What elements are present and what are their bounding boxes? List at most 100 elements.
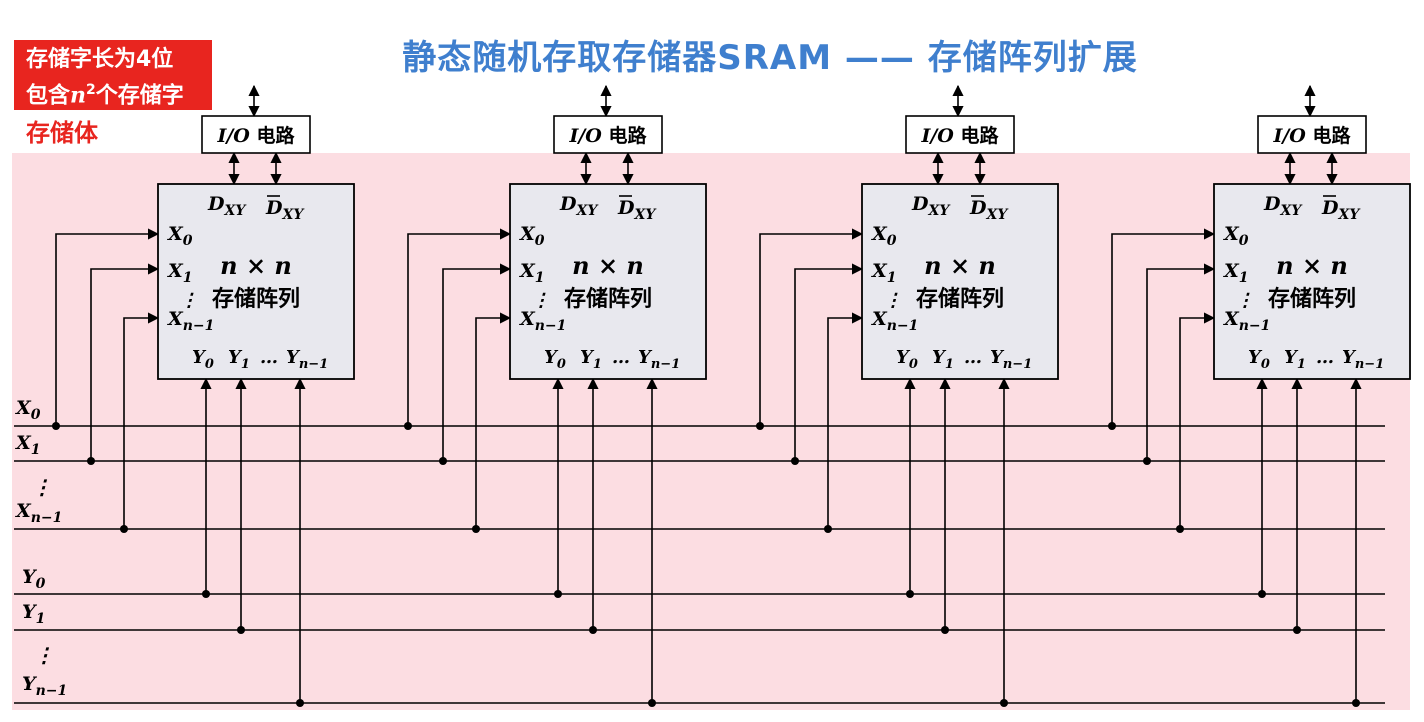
bus-label-y: Yn−1 (22, 673, 67, 699)
junction-dot (1108, 422, 1116, 430)
bus-label-x: X0 (15, 397, 41, 423)
junction-dot (296, 699, 304, 707)
data-line-label: DXY (207, 193, 247, 219)
junction-dot (237, 626, 245, 634)
x-select-wire (794, 263, 864, 461)
array-size-label: n × n (220, 251, 292, 280)
row-label: X1 (167, 260, 193, 286)
junction-dot (1258, 590, 1266, 598)
junction-dot (554, 590, 562, 598)
junction-dot (404, 422, 412, 430)
row-label: X0 (871, 223, 897, 249)
io-circuit-label: I/O 电路 (920, 124, 999, 147)
row-label: X1 (519, 260, 545, 286)
junction-dot (87, 457, 95, 465)
x-select-wire (55, 228, 160, 426)
row-label: X0 (167, 223, 193, 249)
array-box (509, 183, 707, 380)
col-ellipsis: … (260, 347, 278, 368)
junction-dot (52, 422, 60, 430)
io-box (1257, 115, 1367, 154)
row-ellipsis: ⋮ (884, 290, 902, 311)
data-line-label: DXY (1263, 193, 1303, 219)
data-line-label: DXY (911, 193, 951, 219)
bus-label-x: Xn−1 (15, 500, 62, 526)
io-circuit-label: I/O 电路 (1272, 124, 1351, 147)
col-label: Y1 (932, 347, 954, 372)
array-name-label: 存储阵列 (1268, 286, 1356, 312)
row-label: Xn−1 (871, 308, 918, 334)
array-size-label: n × n (1276, 251, 1348, 280)
x-select-wire (90, 263, 160, 461)
col-label: Y0 (544, 347, 566, 372)
junction-dot (1000, 699, 1008, 707)
array-box (1213, 183, 1411, 380)
io-circuit-box: I/O 电路 (905, 115, 1015, 154)
x-select-wire (407, 228, 512, 426)
junction-dot (791, 457, 799, 465)
x-select-wire (475, 312, 512, 529)
x-select-wire (1179, 312, 1216, 529)
array-box (157, 183, 355, 380)
row-label: X0 (519, 223, 545, 249)
row-ellipsis: ⋮ (180, 290, 198, 311)
array-size-label: n × n (924, 251, 996, 280)
array-name-label: 存储阵列 (564, 286, 652, 312)
junction-dot (1293, 626, 1301, 634)
col-ellipsis: … (1316, 347, 1334, 368)
row-label: X1 (1223, 260, 1249, 286)
bus-x-ellipsis: ⋮ (32, 475, 52, 499)
storage-spec-badge: 存储字长为4位 包含n2个存储字 (14, 40, 212, 110)
row-label: X1 (871, 260, 897, 286)
junction-dot (824, 525, 832, 533)
row-label: X0 (1223, 223, 1249, 249)
io-circuit-box: I/O 电路 (201, 115, 311, 154)
io-circuit-label: I/O 电路 (568, 124, 647, 147)
io-circuit-box: I/O 电路 (1257, 115, 1367, 154)
array-size-label: n × n (572, 251, 644, 280)
col-label: Y1 (228, 347, 250, 372)
bus-label-y: Y0 (22, 566, 46, 592)
col-label: Y1 (580, 347, 602, 372)
word-count-text: 包含n2个存储字 (26, 82, 184, 109)
row-label: Xn−1 (167, 308, 214, 334)
x-select-wire (1111, 228, 1216, 426)
junction-dot (202, 590, 210, 598)
col-ellipsis: … (612, 347, 630, 368)
data-line-bar-label: DXY (617, 197, 657, 223)
array-name-label: 存储阵列 (916, 286, 1004, 312)
junction-dot (472, 525, 480, 533)
col-label: Yn−1 (286, 347, 328, 372)
col-label: Yn−1 (1342, 347, 1384, 372)
io-box (905, 115, 1015, 154)
bus-label-x: X1 (15, 432, 41, 458)
col-label: Yn−1 (638, 347, 680, 372)
io-circuit-label: I/O 电路 (216, 124, 295, 147)
junction-dot (756, 422, 764, 430)
junction-dot (1143, 457, 1151, 465)
junction-dot (648, 699, 656, 707)
array-name-label: 存储阵列 (212, 286, 300, 312)
row-ellipsis: ⋮ (1236, 290, 1254, 311)
data-line-label: DXY (559, 193, 599, 219)
io-box (553, 115, 663, 154)
bus-label-y: Y1 (22, 601, 45, 627)
data-line-bar-label: DXY (1321, 197, 1361, 223)
junction-dot (941, 626, 949, 634)
col-ellipsis: … (964, 347, 982, 368)
row-label: Xn−1 (519, 308, 566, 334)
junction-dot (1352, 699, 1360, 707)
page-title: 静态随机存取存储器SRAM —— 存储阵列扩展 (402, 38, 1138, 78)
bus-y-ellipsis: ⋮ (34, 643, 54, 667)
junction-dot (439, 457, 447, 465)
row-ellipsis: ⋮ (532, 290, 550, 311)
storage-body-label: 存储体 (26, 119, 98, 147)
x-select-wire (1146, 263, 1216, 461)
junction-dot (589, 626, 597, 634)
junction-dot (1176, 525, 1184, 533)
col-label: Y0 (896, 347, 918, 372)
col-label: Y1 (1284, 347, 1306, 372)
